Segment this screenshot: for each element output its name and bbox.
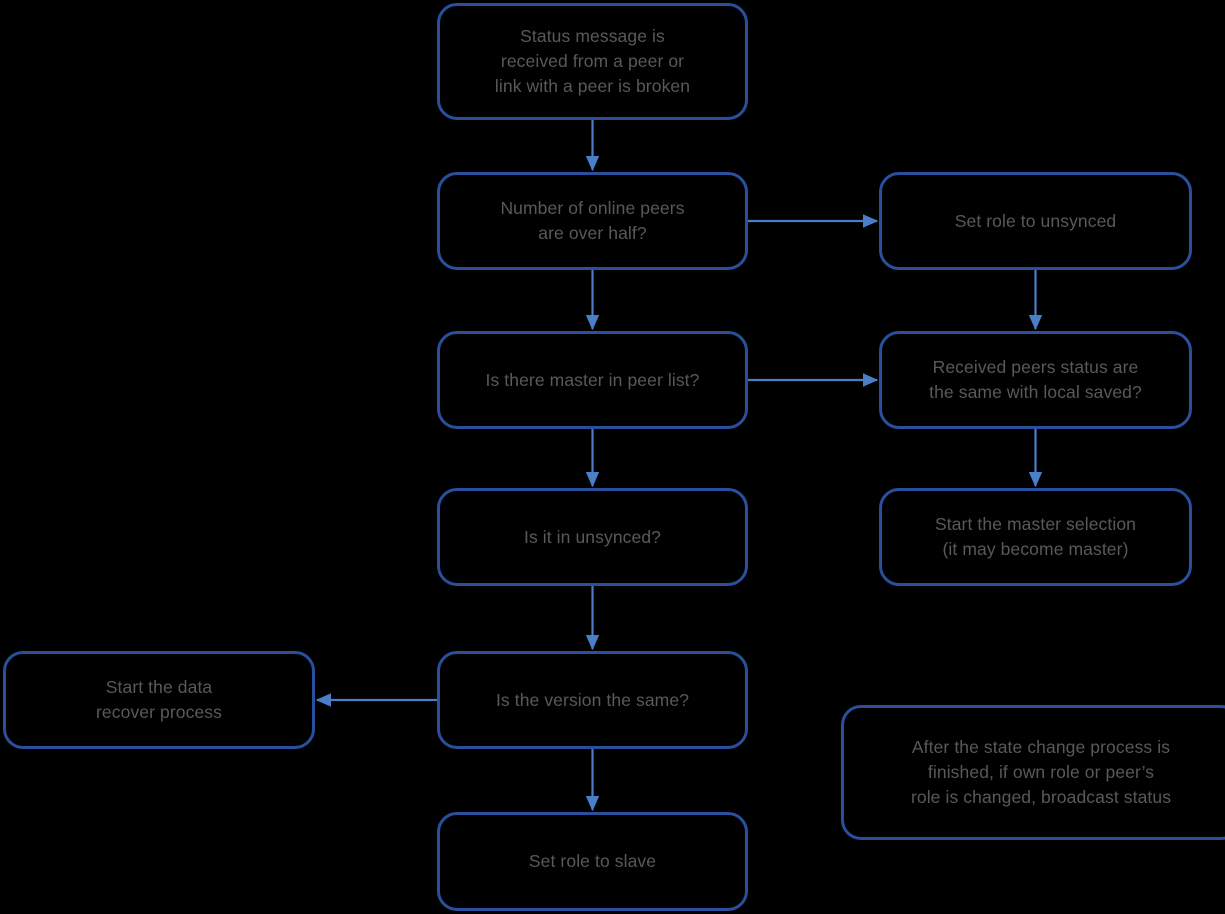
node-label: Is it in unsynced?	[523, 526, 661, 547]
node-start-data-recover-process[interactable]: Start the data recover process	[3, 651, 315, 749]
node-set-role-to-slave[interactable]: Set role to slave	[437, 812, 748, 911]
node-broadcast-status-note[interactable]: After the state change process is finish…	[841, 705, 1225, 840]
node-is-it-in-unsynced[interactable]: Is it in unsynced?	[437, 488, 748, 586]
node-label: Set role to unsynced	[954, 210, 1117, 231]
node-label: Start the master selection (it may becom…	[934, 514, 1137, 559]
node-set-role-to-unsynced[interactable]: Set role to unsynced	[879, 172, 1192, 270]
node-label: Number of online peers are over half?	[500, 198, 685, 243]
node-master-in-peer-list[interactable]: Is there master in peer list?	[437, 331, 748, 429]
node-label: Is there master in peer list?	[485, 369, 700, 390]
node-status-message-received[interactable]: Status message is received from a peer o…	[437, 3, 748, 120]
node-online-peers-over-half[interactable]: Number of online peers are over half?	[437, 172, 748, 270]
node-label: After the state change process is finish…	[910, 737, 1172, 807]
node-label: Set role to slave	[528, 851, 657, 872]
node-received-peers-status-same[interactable]: Received peers status are the same with …	[879, 331, 1192, 429]
node-start-master-selection[interactable]: Start the master selection (it may becom…	[879, 488, 1192, 586]
node-label: Status message is received from a peer o…	[494, 26, 691, 96]
node-label: Received peers status are the same with …	[929, 357, 1142, 402]
node-is-version-the-same[interactable]: Is the version the same?	[437, 651, 748, 749]
node-label: Is the version the same?	[495, 689, 690, 710]
node-label: Start the data recover process	[96, 677, 222, 722]
